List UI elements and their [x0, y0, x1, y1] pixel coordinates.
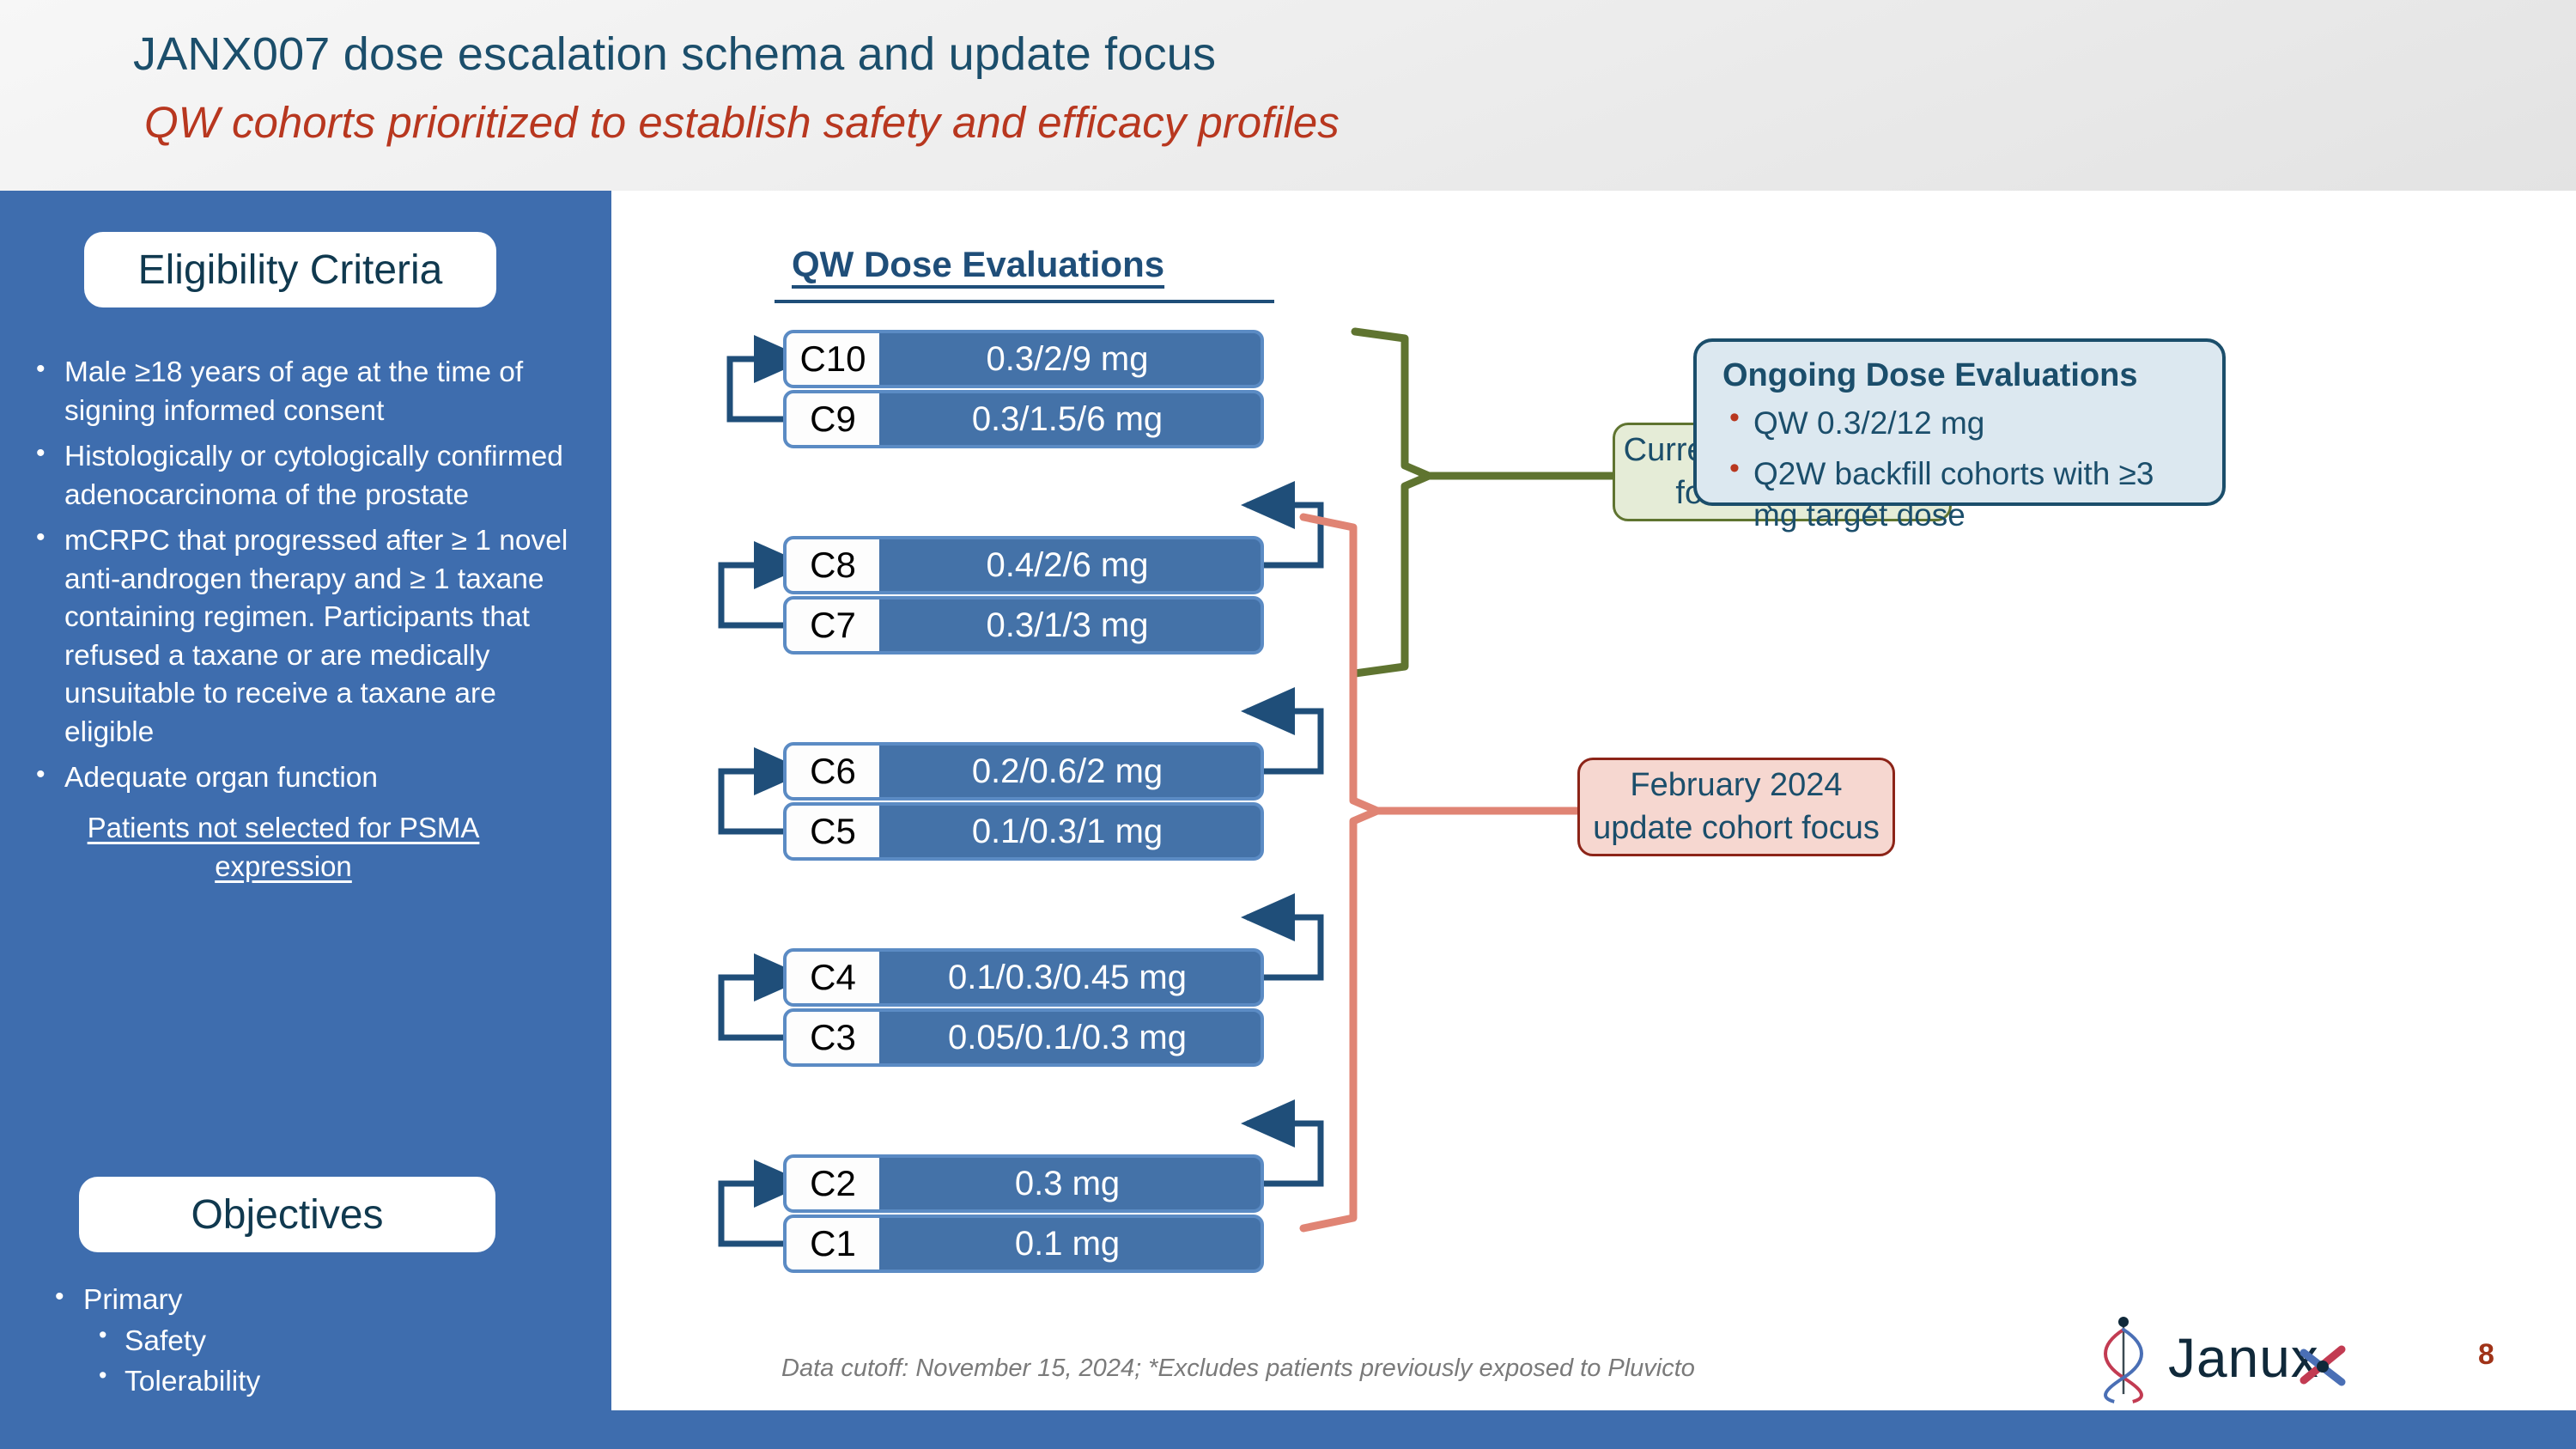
list-item: mCRPC that progressed after ≥ 1 novel an…	[17, 521, 592, 752]
cohort-id: C1	[787, 1218, 879, 1269]
dose-escalation-ladder: C10 0.3/2/9 mg C9 0.3/1.5/6 mg C8 0.4/2/…	[611, 191, 2576, 1410]
cohort-bar-c7[interactable]: C7 0.3/1/3 mg	[783, 596, 1264, 654]
objective-label: Primary	[83, 1284, 183, 1316]
janux-logo: Janux	[2082, 1314, 2366, 1413]
left-sidebar: Eligibility Criteria Male ≥18 years of a…	[0, 191, 611, 1449]
main-content-panel: QW Dose Evaluations	[611, 191, 2576, 1410]
cohort-dose: 0.1 mg	[1014, 1224, 1121, 1263]
cohort-dose: 0.1/0.3/1 mg	[971, 812, 1163, 850]
cohort-id: C9	[787, 393, 879, 445]
cohort-id: C6	[787, 746, 879, 797]
february-2024-cohort-callout: February 2024 update cohort focus	[1577, 758, 1895, 856]
cohort-id: C3	[787, 1012, 879, 1063]
cohort-bar-c2[interactable]: C2 0.3 mg	[783, 1154, 1264, 1213]
cohort-dose: 0.05/0.1/0.3 mg	[948, 1018, 1187, 1056]
cohort-dose: 0.2/0.6/2 mg	[971, 752, 1163, 790]
qw-dose-evaluations-heading: QW Dose Evaluations	[792, 244, 1165, 284]
page-subtitle: QW cohorts prioritized to establish safe…	[144, 98, 1340, 147]
cohort-dose: 0.3/1/3 mg	[986, 606, 1149, 644]
brand-wordmark: Janux	[2168, 1326, 2319, 1390]
list-item: Adequate organ function	[17, 758, 592, 798]
page-title: JANX007 dose escalation schema and updat…	[133, 28, 1217, 80]
cohort-bar-c3[interactable]: C3 0.05/0.1/0.3 mg	[783, 1008, 1264, 1067]
cohort-dose: 0.3/2/9 mg	[986, 339, 1149, 378]
list-item: Male ≥18 years of age at the time of sig…	[17, 352, 592, 430]
eligibility-criteria-heading: Eligibility Criteria	[84, 232, 496, 307]
list-item: Histologically or cytologically confirme…	[17, 436, 592, 514]
cohort-id: C2	[787, 1158, 879, 1209]
cohort-dose: 0.3 mg	[1014, 1164, 1121, 1202]
cohort-id: C7	[787, 600, 879, 651]
callout-line-2: update cohort focus	[1593, 809, 1880, 846]
janux-helix-icon	[2104, 1317, 2143, 1413]
callout-line-1: February 2024	[1630, 767, 1843, 804]
heading-rule	[775, 300, 1274, 303]
psma-note: Patients not selected for PSMA expressio…	[17, 808, 592, 886]
janux-x-icon	[2300, 1345, 2346, 1386]
cohort-bar-c10[interactable]: C10 0.3/2/9 mg	[783, 330, 1264, 388]
bottom-accent-bar	[0, 1410, 2576, 1449]
cohort-id: C5	[787, 806, 879, 857]
cohort-bar-c9[interactable]: C9 0.3/1.5/6 mg	[783, 390, 1264, 448]
psma-note-text: Patients not selected for PSMA expressio…	[87, 812, 480, 883]
cohort-id: C4	[787, 952, 879, 1003]
cohort-bar-c4[interactable]: C4 0.1/0.3/0.45 mg	[783, 948, 1264, 1007]
ongoing-list: QW 0.3/2/12 mg Q2W backfill cohorts with…	[1722, 399, 2200, 545]
cohort-dose: 0.4/2/6 mg	[986, 545, 1149, 584]
ongoing-dose-evaluations-callout: Ongoing Dose Evaluations QW 0.3/2/12 mg …	[1693, 338, 2226, 533]
slide-header: JANX007 dose escalation schema and updat…	[0, 0, 2576, 191]
page-number: 8	[2478, 1338, 2494, 1371]
list-item: Safety	[83, 1319, 594, 1361]
cohort-dose: 0.1/0.3/0.45 mg	[948, 958, 1187, 996]
list-item: QW 0.3/2/12 mg	[1722, 399, 2200, 443]
ongoing-title: Ongoing Dose Evaluations	[1722, 357, 2138, 393]
list-item: Tolerability	[83, 1360, 594, 1402]
eligibility-criteria-list: Male ≥18 years of age at the time of sig…	[17, 352, 592, 886]
cohort-bar-c6[interactable]: C6 0.2/0.6/2 mg	[783, 742, 1264, 801]
brand-text: Janux	[2168, 1327, 2319, 1389]
list-item: Q2W backfill cohorts with ≥3 mg target d…	[1722, 450, 2200, 535]
cohort-bar-c1[interactable]: C1 0.1 mg	[783, 1215, 1264, 1273]
cohort-bar-c8[interactable]: C8 0.4/2/6 mg	[783, 536, 1264, 594]
objectives-heading: Objectives	[79, 1177, 495, 1252]
cohort-id: C8	[787, 539, 879, 591]
cohort-bar-c5[interactable]: C5 0.1/0.3/1 mg	[783, 802, 1264, 861]
cohort-id: C10	[787, 333, 879, 385]
cohort-dose: 0.3/1.5/6 mg	[971, 399, 1163, 438]
footnote: Data cutoff: November 15, 2024; *Exclude…	[781, 1355, 1695, 1382]
